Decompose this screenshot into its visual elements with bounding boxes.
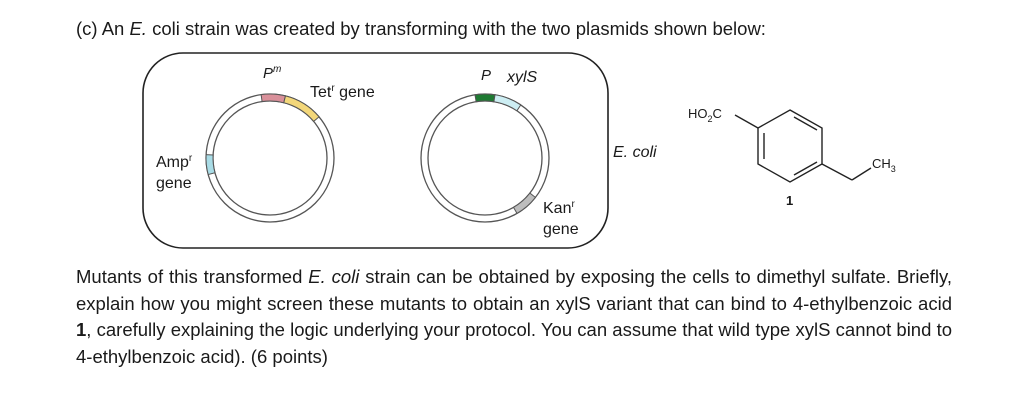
heading-suffix: coli strain was created by transforming … bbox=[146, 18, 766, 39]
ring-double-bond-2 bbox=[793, 161, 818, 176]
ethyl-bond-2 bbox=[851, 167, 872, 181]
ring-double-bond-1 bbox=[793, 116, 818, 131]
kan-gene-word: gene bbox=[543, 221, 579, 238]
xyls-gene-label: xylS bbox=[506, 69, 538, 86]
compound-number: 1 bbox=[786, 193, 793, 208]
xyls-gene-segment bbox=[493, 94, 522, 112]
body-compound-number: 1 bbox=[76, 319, 87, 340]
benzene-ring bbox=[757, 109, 823, 183]
carboxyl-label: HO2C bbox=[688, 106, 722, 124]
carboxyl-bond bbox=[734, 114, 759, 129]
promoter-p-label: P bbox=[481, 67, 491, 84]
body-text-2: strain can be obtained by exposing the c… bbox=[76, 266, 952, 314]
ethyl-bond-1 bbox=[821, 163, 853, 181]
methyl-label: CH3 bbox=[872, 156, 896, 174]
promoter-pm-label: Pm bbox=[263, 64, 281, 82]
plasmid-2: P xylS Kanr gene bbox=[420, 67, 579, 238]
plasmid-figure: E. coli Pm Tetr gene Ampr gene P xylS Ka… bbox=[142, 52, 896, 249]
kan-gene-label: Kanr bbox=[543, 199, 575, 217]
heading-italic: E. bbox=[129, 18, 147, 39]
e-coli-label: E. coli bbox=[613, 144, 657, 161]
promoter-p-segment bbox=[474, 93, 496, 103]
plasmid-1: Pm Tetr gene Ampr gene bbox=[156, 64, 375, 223]
amp-gene-segment bbox=[205, 154, 216, 176]
question-body: Mutants of this transformed E. coli stra… bbox=[76, 264, 952, 370]
question-heading: (c) An E. coli strain was created by tra… bbox=[76, 18, 766, 40]
e-coli-cell bbox=[142, 52, 609, 249]
amp-gene-word: gene bbox=[156, 175, 192, 192]
body-italic: E. coli bbox=[308, 266, 360, 287]
tet-gene-segment bbox=[283, 95, 320, 123]
body-text-3: , carefully explaining the logic underly… bbox=[76, 319, 952, 367]
amp-gene-label: Ampr bbox=[156, 153, 193, 171]
plasmid-1-inner-ring bbox=[212, 100, 328, 216]
plasmid-2-inner-ring bbox=[427, 100, 543, 216]
heading-prefix: (c) An bbox=[76, 18, 130, 39]
promoter-pm-segment bbox=[260, 93, 287, 104]
kan-gene-segment bbox=[512, 192, 537, 215]
compound-1-structure bbox=[734, 109, 872, 183]
tet-gene-label: Tetr gene bbox=[310, 83, 375, 101]
body-text-1: Mutants of this transformed bbox=[76, 266, 309, 287]
